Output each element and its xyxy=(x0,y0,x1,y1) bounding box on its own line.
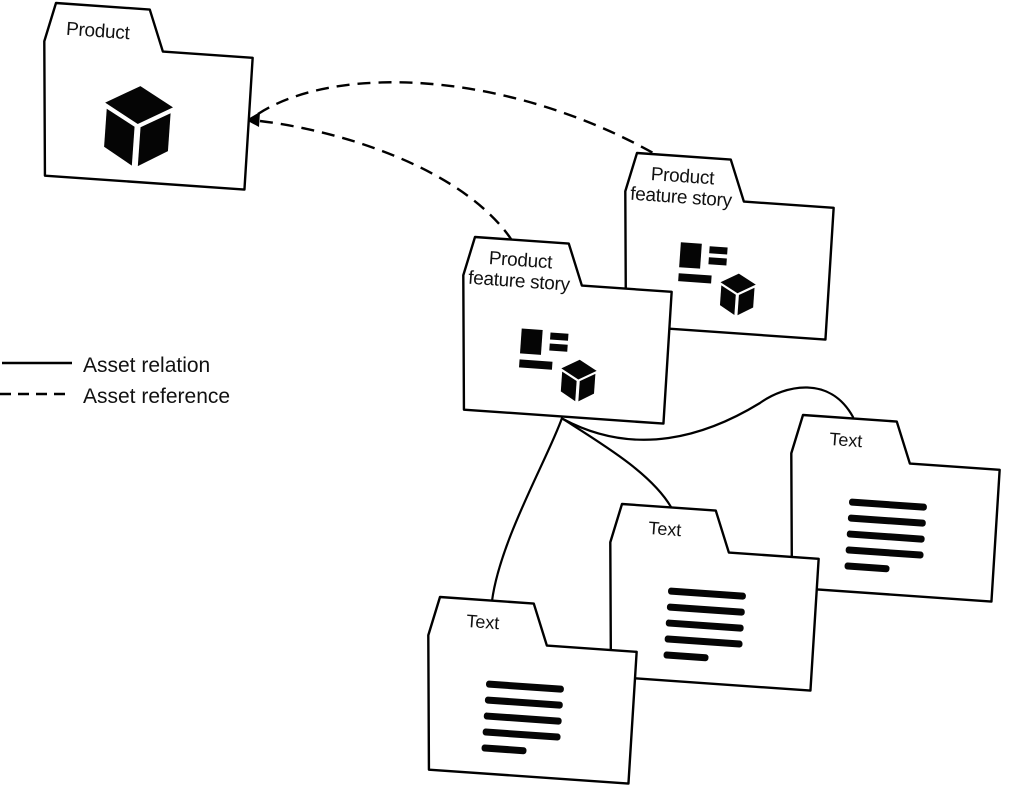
connectors xyxy=(246,81,855,603)
legend-relation-label: Asset relation xyxy=(83,354,210,377)
folder-label: Text xyxy=(466,611,500,633)
asset-relation-curve-to-text-bottom-left xyxy=(490,416,564,603)
folder-product: Product xyxy=(43,1,254,191)
folder-label: Product xyxy=(65,19,131,44)
folder-feature-story-top-right: Product feature story xyxy=(624,151,835,341)
folder-outline xyxy=(462,235,673,425)
folder-label-line1: Product xyxy=(650,164,716,189)
folder-label: Text xyxy=(648,518,682,540)
asset-relation-curve-to-text-right xyxy=(561,386,855,441)
folder-text-right: Text xyxy=(790,413,1001,603)
folder-feature-story-middle: Product feature story xyxy=(462,235,673,425)
asset-reference-curve-middle-to-product xyxy=(259,119,512,240)
legend: Asset relation Asset reference xyxy=(0,354,230,408)
folder-label-line1: Product xyxy=(488,248,554,273)
folder-text-middle: Text xyxy=(609,502,820,692)
reference-arrowhead-icon xyxy=(246,112,260,127)
legend-reference-label: Asset reference xyxy=(83,385,230,408)
folder-label: Text xyxy=(829,429,863,451)
asset-relation-curve-to-text-middle xyxy=(561,417,673,509)
folder-text-bottom-left: Text xyxy=(427,595,638,785)
asset-reference-curve-top-right-to-product xyxy=(257,81,656,156)
folder-outline xyxy=(624,151,835,341)
